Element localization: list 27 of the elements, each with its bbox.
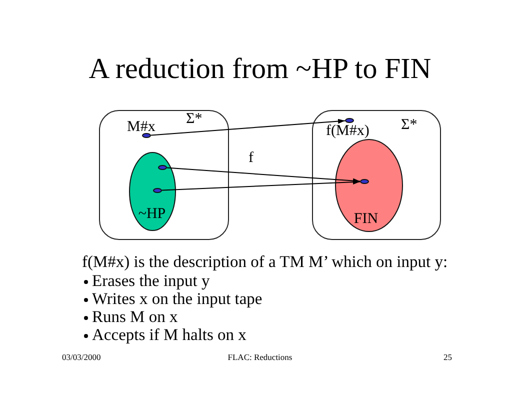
bullet-text: Writes x on the input tape <box>92 291 262 308</box>
set-label: Σ* <box>186 112 202 127</box>
bullet-text: Runs M on x <box>92 309 178 326</box>
element-dot <box>345 118 354 123</box>
set-label: Σ* <box>401 118 418 133</box>
footer-title: FLAC: Reductions <box>228 353 292 362</box>
set-label: FIN <box>354 212 378 227</box>
subset-ellipse <box>335 139 403 232</box>
arrow <box>162 180 360 191</box>
subset-ellipse <box>129 152 176 231</box>
element-dot <box>142 133 151 138</box>
point-label: f(M#x) <box>326 124 370 139</box>
set-region <box>99 110 229 240</box>
element-dot <box>360 179 369 184</box>
arrow <box>150 118 346 136</box>
date-text: 03/03/2000 <box>62 353 101 362</box>
set-region <box>312 110 441 240</box>
page-number: 25 <box>444 353 452 362</box>
point-label: M#x <box>127 120 156 135</box>
arrow <box>166 167 360 184</box>
slide-title: A reduction from ~HP to FIN <box>88 55 432 84</box>
bullet-text: Erases the input y <box>92 273 210 290</box>
description-text: f(M#x) is the description of a TM M’ which on input y: <box>82 254 448 270</box>
set-label: ~HP <box>138 207 166 222</box>
element-dot <box>153 188 162 193</box>
element-dot <box>158 165 167 170</box>
bullet-text: Accepts if M halts on x <box>92 327 246 344</box>
